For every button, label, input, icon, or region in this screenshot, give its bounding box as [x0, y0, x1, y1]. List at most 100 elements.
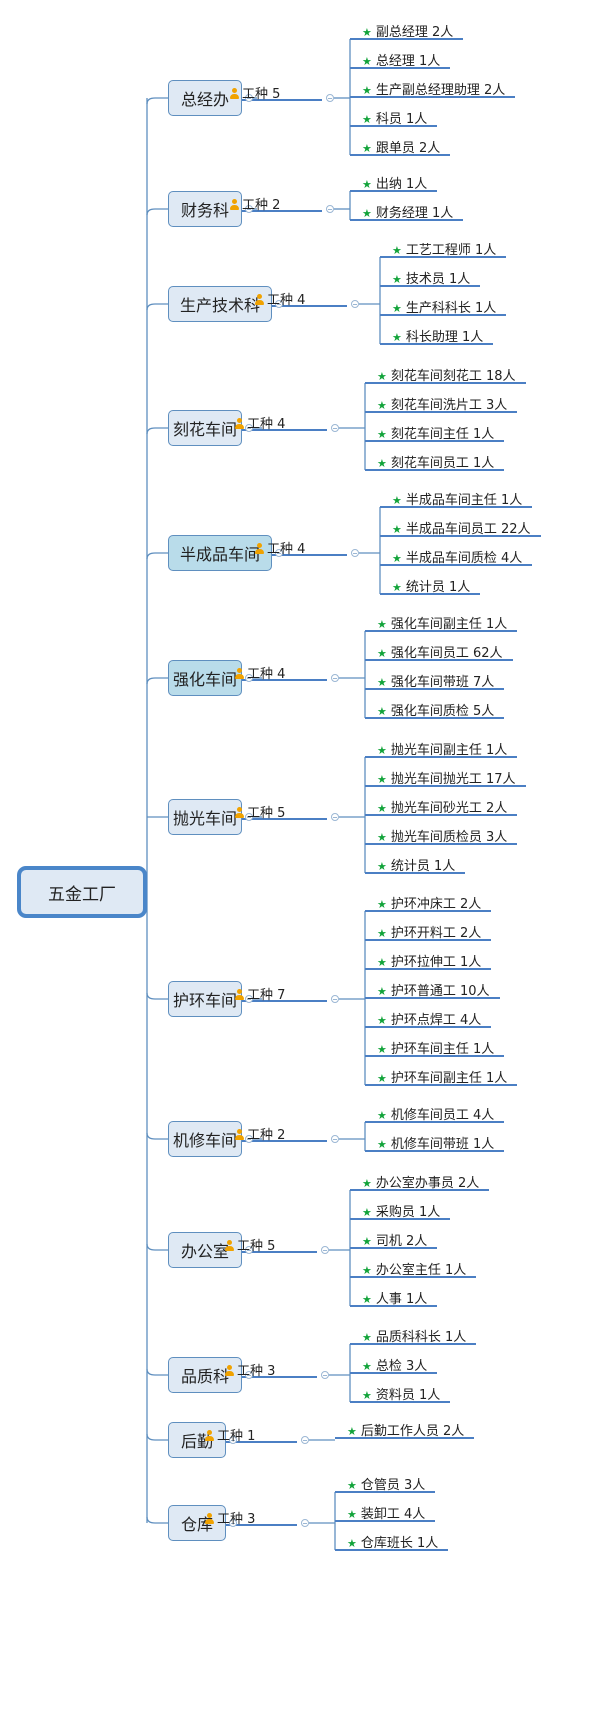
role-item[interactable]: ★技术员 1人 [392, 268, 470, 287]
collapse-icon[interactable] [245, 813, 253, 821]
role-item[interactable]: ★副总经理 2人 [362, 21, 453, 40]
collapse-icon[interactable] [321, 1371, 329, 1379]
collapse-icon[interactable] [301, 1436, 309, 1444]
collapse-icon[interactable] [245, 1371, 253, 1379]
role-item[interactable]: ★生产科科长 1人 [392, 297, 496, 316]
role-item[interactable]: ★护环车间副主任 1人 [377, 1067, 507, 1086]
role-item[interactable]: ★后勤工作人员 2人 [347, 1420, 464, 1439]
collapse-icon[interactable] [331, 813, 339, 821]
role-item[interactable]: ★护环车间主任 1人 [377, 1038, 494, 1057]
collapse-icon[interactable] [321, 1246, 329, 1254]
collapse-icon[interactable] [245, 424, 253, 432]
dept-node[interactable]: 护环车间 [168, 981, 242, 1017]
role-item[interactable]: ★采购员 1人 [362, 1201, 440, 1220]
role-item[interactable]: ★刻花车间员工 1人 [377, 452, 494, 471]
collapse-icon[interactable] [351, 300, 359, 308]
role-item[interactable]: ★工艺工程师 1人 [392, 239, 496, 258]
collapse-icon[interactable] [245, 995, 253, 1003]
role-item[interactable]: ★科长助理 1人 [392, 326, 483, 345]
role-item[interactable]: ★人事 1人 [362, 1288, 427, 1307]
dept-node[interactable]: 总经办 [168, 80, 242, 116]
role-item[interactable]: ★司机 2人 [362, 1230, 427, 1249]
dept-node[interactable]: 财务科 [168, 191, 242, 227]
role-item[interactable]: ★办公室主任 1人 [362, 1259, 466, 1278]
role-item[interactable]: ★财务经理 1人 [362, 202, 453, 221]
role-item[interactable]: ★半成品车间质检 4人 [392, 547, 522, 566]
collapse-icon[interactable] [331, 1135, 339, 1143]
role-count-label: 工种 2 [242, 198, 281, 213]
role-item[interactable]: ★护环开料工 2人 [377, 922, 481, 941]
collapse-icon[interactable] [275, 549, 283, 557]
role-count: 工种 2 [230, 194, 280, 213]
role-item[interactable]: ★刻花车间刻花工 18人 [377, 365, 516, 384]
role-item[interactable]: ★护环拉伸工 1人 [377, 951, 481, 970]
role-item[interactable]: ★总检 3人 [362, 1355, 427, 1374]
role-item[interactable]: ★护环冲床工 2人 [377, 893, 481, 912]
connector [146, 97, 168, 105]
role-item[interactable]: ★机修车间带班 1人 [377, 1133, 494, 1152]
collapse-icon[interactable] [245, 674, 253, 682]
collapse-icon[interactable] [245, 1246, 253, 1254]
role-item-label: 护环点焊工 4人 [390, 1013, 482, 1028]
role-item-label: 护环拉伸工 1人 [390, 955, 482, 970]
collapse-icon[interactable] [245, 1135, 253, 1143]
role-item[interactable]: ★出纳 1人 [362, 173, 427, 192]
role-item[interactable]: ★科员 1人 [362, 108, 427, 127]
role-item[interactable]: ★统计员 1人 [392, 576, 470, 595]
collapse-icon[interactable] [326, 94, 334, 102]
role-count: 工种 5 [235, 802, 285, 821]
role-item[interactable]: ★总经理 1人 [362, 50, 440, 69]
dept-node[interactable]: 半成品车间 [168, 535, 272, 571]
role-item[interactable]: ★装卸工 4人 [347, 1503, 425, 1522]
role-item[interactable]: ★半成品车间主任 1人 [392, 489, 522, 508]
role-item[interactable]: ★护环点焊工 4人 [377, 1009, 481, 1028]
role-item[interactable]: ★生产副总经理助理 2人 [362, 79, 505, 98]
collapse-icon[interactable] [301, 1519, 309, 1527]
root-node[interactable]: 五金工厂 [17, 866, 147, 918]
collapse-icon[interactable] [245, 94, 253, 102]
dept-node[interactable]: 办公室 [168, 1232, 242, 1268]
collapse-icon[interactable] [229, 1519, 237, 1527]
role-item[interactable]: ★抛光车间副主任 1人 [377, 739, 507, 758]
role-item[interactable]: ★半成品车间员工 22人 [392, 518, 531, 537]
role-item[interactable]: ★抛光车间抛光工 17人 [377, 768, 516, 787]
role-item[interactable]: ★资料员 1人 [362, 1384, 440, 1403]
person-icon [235, 807, 244, 818]
dept-node[interactable]: 抛光车间 [168, 799, 242, 835]
collapse-icon[interactable] [331, 995, 339, 1003]
dept-node[interactable]: 仓库 [168, 1505, 226, 1541]
role-item[interactable]: ★抛光车间砂光工 2人 [377, 797, 507, 816]
role-item[interactable]: ★强化车间质检 5人 [377, 700, 494, 719]
role-item[interactable]: ★品质科科长 1人 [362, 1326, 466, 1345]
dept-node[interactable]: 机修车间 [168, 1121, 242, 1157]
role-item[interactable]: ★机修车间员工 4人 [377, 1104, 494, 1123]
dept-node[interactable]: 刻花车间 [168, 410, 242, 446]
role-item-label: 护环车间副主任 1人 [390, 1071, 508, 1086]
role-item[interactable]: ★强化车间员工 62人 [377, 642, 503, 661]
collapse-icon[interactable] [331, 424, 339, 432]
role-item-label: 半成品车间质检 4人 [405, 551, 523, 566]
dept-node[interactable]: 强化车间 [168, 660, 242, 696]
collapse-icon[interactable] [245, 205, 253, 213]
collapse-icon[interactable] [229, 1436, 237, 1444]
dept-node[interactable]: 生产技术科 [168, 286, 272, 322]
role-item[interactable]: ★护环普通工 10人 [377, 980, 490, 999]
collapse-icon[interactable] [326, 205, 334, 213]
role-item[interactable]: ★统计员 1人 [377, 855, 455, 874]
role-item[interactable]: ★强化车间带班 7人 [377, 671, 494, 690]
dept-node[interactable]: 后勤 [168, 1422, 226, 1458]
role-item[interactable]: ★刻花车间主任 1人 [377, 423, 494, 442]
collapse-icon[interactable] [275, 300, 283, 308]
role-item[interactable]: ★仓管员 3人 [347, 1474, 425, 1493]
collapse-icon[interactable] [351, 549, 359, 557]
role-item[interactable]: ★仓库班长 1人 [347, 1532, 438, 1551]
role-item[interactable]: ★抛光车间质检员 3人 [377, 826, 507, 845]
star-icon: ★ [347, 1537, 357, 1550]
role-item[interactable]: ★刻花车间洗片工 3人 [377, 394, 507, 413]
dept-node[interactable]: 品质科 [168, 1357, 242, 1393]
role-item[interactable]: ★办公室办事员 2人 [362, 1172, 479, 1191]
role-item-label: 统计员 1人 [390, 859, 456, 874]
role-item[interactable]: ★跟单员 2人 [362, 137, 440, 156]
collapse-icon[interactable] [331, 674, 339, 682]
role-item[interactable]: ★强化车间副主任 1人 [377, 613, 507, 632]
